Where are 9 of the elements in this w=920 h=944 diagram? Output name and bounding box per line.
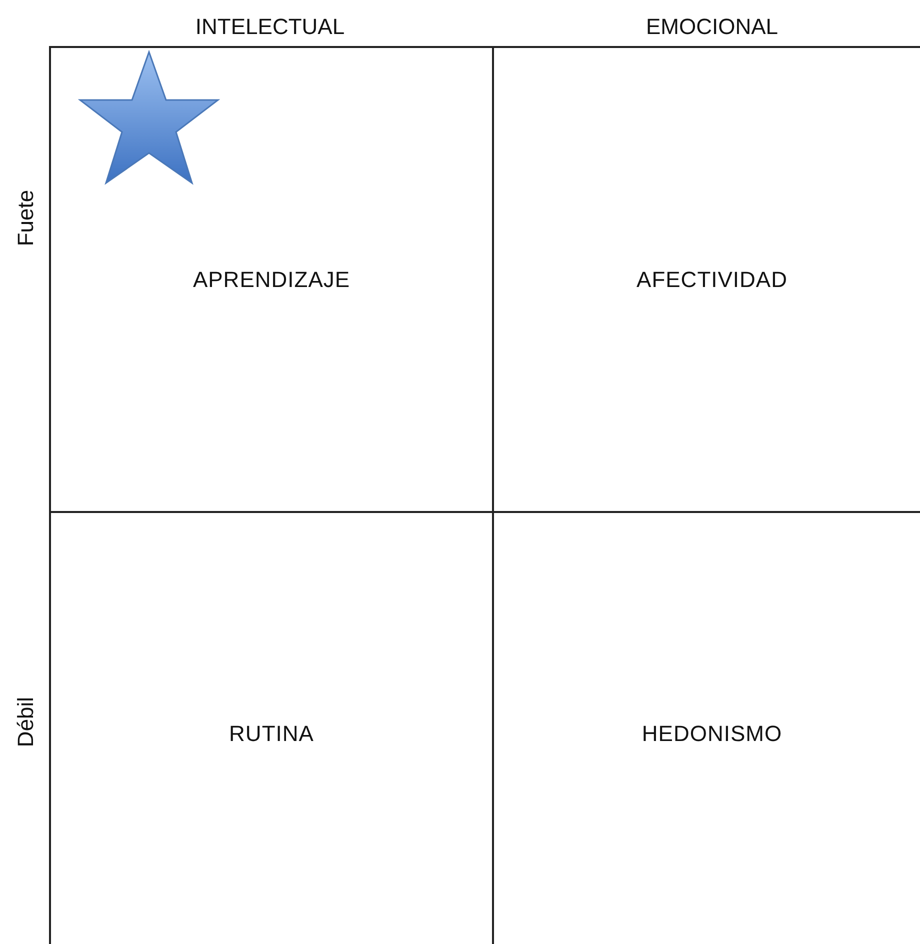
quadrant-label: HEDONISMO (642, 720, 782, 746)
column-header: INTELECTUAL (195, 14, 345, 40)
quadrant-label: AFECTIVIDAD (636, 266, 788, 292)
column-header: EMOCIONAL (646, 14, 778, 40)
row-header: Fuete (13, 190, 39, 246)
quadrant-label: APRENDIZAJE (192, 266, 350, 292)
row-header: Débil (13, 696, 39, 748)
quadrant-label: RUTINA (229, 720, 314, 746)
quadrant-box (49, 46, 494, 513)
